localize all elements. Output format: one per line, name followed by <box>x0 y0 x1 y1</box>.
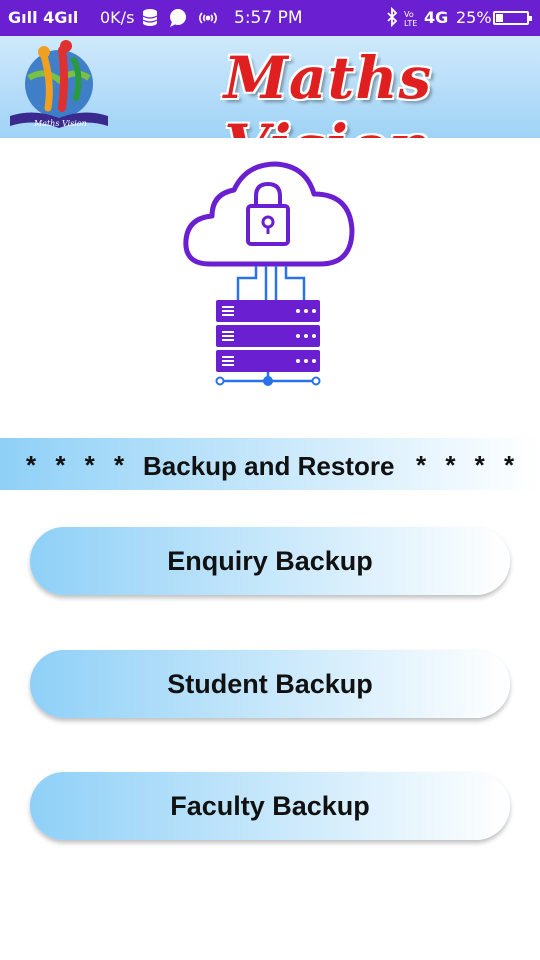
enquiry-backup-button[interactable]: Enquiry Backup <box>30 527 510 595</box>
stars-decoration-right: * * * * <box>416 450 521 480</box>
app-title: Maths Vision <box>223 44 433 138</box>
hotspot-icon <box>199 12 217 24</box>
net-speed: 0K/s <box>100 8 135 27</box>
svg-text:Vo: Vo <box>404 10 414 19</box>
network-type: 4G <box>424 8 449 27</box>
student-backup-button[interactable]: Student Backup <box>30 650 510 718</box>
app-header-banner: Maths Vision Maths Vision <box>0 36 540 138</box>
section-title: Backup and Restore <box>143 451 395 481</box>
signal-strength: Gıll 4Gıl <box>8 8 79 27</box>
server-icon <box>215 300 321 386</box>
cloud-lock-server-illustration <box>183 161 355 386</box>
section-header: * * * * Backup and Restore * * * * <box>0 438 540 490</box>
bluetooth-icon: Vo LTE <box>384 6 422 33</box>
stars-decoration-left: * * * * <box>26 450 131 480</box>
clock: 5:57 PM <box>234 8 303 28</box>
battery-icon <box>493 11 532 25</box>
faculty-backup-button[interactable]: Faculty Backup <box>30 772 510 840</box>
database-icon <box>142 9 217 27</box>
chat-icon <box>170 9 186 27</box>
cloud-lock-icon <box>183 161 355 267</box>
battery-percentage: 25% <box>456 8 492 27</box>
svg-text:LTE: LTE <box>404 19 417 28</box>
connector-lines <box>236 266 306 300</box>
maths-vision-logo: Maths Vision <box>10 40 108 128</box>
status-bar: Gıll 4Gıl 0K/s 5:57 PM Vo L <box>0 0 540 36</box>
logo-text: Maths Vision <box>33 119 87 128</box>
status-icons-left <box>142 7 222 33</box>
